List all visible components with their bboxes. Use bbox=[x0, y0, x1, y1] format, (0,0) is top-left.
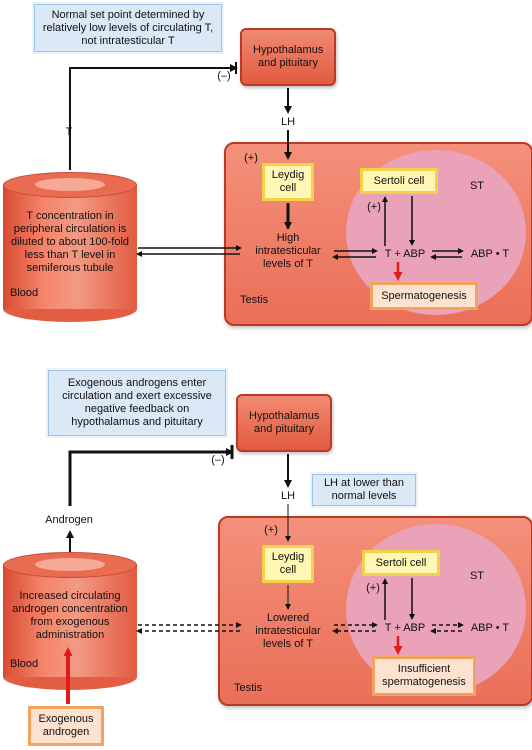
bottom-hypothalamus-box: Hypothalamus and pituitary bbox=[236, 394, 332, 452]
bottom-exogenous-androgen-box: Exogenous androgen bbox=[28, 706, 104, 746]
bottom-intratesticular-label: Lowered intratesticular levels of T bbox=[255, 612, 321, 650]
top-testis-label: Testis bbox=[240, 294, 269, 306]
top-blood-label: Blood bbox=[10, 287, 39, 299]
top-blood-cylinder bbox=[3, 184, 137, 309]
bottom-testis-label: Testis bbox=[234, 682, 263, 694]
top-intratesticular-label: High intratesticular levels of T bbox=[255, 232, 321, 270]
top-spermatogenesis-box: Spermatogenesis bbox=[370, 282, 478, 310]
bottom-negative-feedback-sign: (–) bbox=[211, 454, 225, 466]
top-sertoli-cell-box: Sertoli cell bbox=[360, 168, 438, 194]
top-leydig-cell-label: Leydig cell bbox=[271, 169, 305, 194]
bottom-exogenous-note-text: Exogenous androgens enter circulation an… bbox=[62, 377, 212, 428]
bottom-spermatogenesis-box: Insufficient spermatogenesis bbox=[372, 656, 476, 696]
bottom-spermatogenesis-label: Insufficient spermatogenesis bbox=[382, 663, 466, 688]
bottom-t-abp-label: T + ABP bbox=[384, 622, 426, 634]
top-setpoint-note-text: Normal set point determined by relativel… bbox=[42, 8, 214, 47]
top-t-label: T bbox=[65, 126, 73, 138]
top-st-label: ST bbox=[469, 180, 485, 192]
top-spermatogenesis-label: Spermatogenesis bbox=[381, 289, 467, 302]
bottom-sertoli-cell-label: Sertoli cell bbox=[375, 556, 427, 569]
top-blood-cylinder-opening bbox=[35, 178, 105, 191]
top-lh-label: LH bbox=[280, 116, 296, 128]
top-negative-feedback-sign: (–) bbox=[217, 70, 231, 82]
top-leydig-cell-box: Leydig cell bbox=[262, 163, 314, 201]
bottom-sertoli-plus-sign: (+) bbox=[366, 582, 380, 594]
bottom-leydig-cell-label: Leydig cell bbox=[271, 551, 305, 576]
top-feedback-line bbox=[69, 62, 238, 170]
top-setpoint-note: Normal set point determined by relativel… bbox=[34, 4, 222, 52]
bottom-leydig-plus-sign: (+) bbox=[264, 524, 278, 536]
bottom-lh-label: LH bbox=[280, 490, 296, 502]
top-hypothalamus-box: Hypothalamus and pituitary bbox=[240, 28, 336, 86]
top-blood-text: T concentration in peripheral circulatio… bbox=[10, 210, 130, 274]
top-sertoli-plus-sign: (+) bbox=[367, 201, 381, 213]
bottom-hypothalamus-label: Hypothalamus and pituitary bbox=[249, 410, 320, 435]
bottom-leydig-cell-box: Leydig cell bbox=[262, 545, 314, 583]
top-leydig-plus-sign: (+) bbox=[244, 152, 258, 164]
bottom-st-label: ST bbox=[469, 570, 485, 582]
bottom-blood-label: Blood bbox=[10, 658, 39, 670]
bottom-blood-cylinder bbox=[3, 564, 137, 677]
bottom-exogenous-androgen-label: Exogenous androgen bbox=[38, 713, 94, 738]
bottom-abp-t-label: ABP • T bbox=[470, 622, 510, 634]
bottom-exogenous-note: Exogenous androgens enter circulation an… bbox=[48, 370, 226, 436]
bottom-lh-note: LH at lower than normal levels bbox=[312, 474, 416, 506]
top-sertoli-cell-label: Sertoli cell bbox=[373, 174, 425, 187]
top-hypothalamus-label: Hypothalamus and pituitary bbox=[253, 44, 324, 69]
bottom-blood-text: Increased circulating androgen concentra… bbox=[12, 590, 128, 641]
bottom-lh-note-text: LH at lower than normal levels bbox=[323, 477, 405, 502]
bottom-blood-cylinder-opening bbox=[35, 558, 105, 571]
top-t-abp-label: T + ABP bbox=[384, 248, 426, 260]
top-abp-t-label: ABP • T bbox=[470, 248, 510, 260]
bottom-sertoli-cell-box: Sertoli cell bbox=[362, 550, 440, 576]
bottom-androgen-label: Androgen bbox=[45, 514, 93, 526]
